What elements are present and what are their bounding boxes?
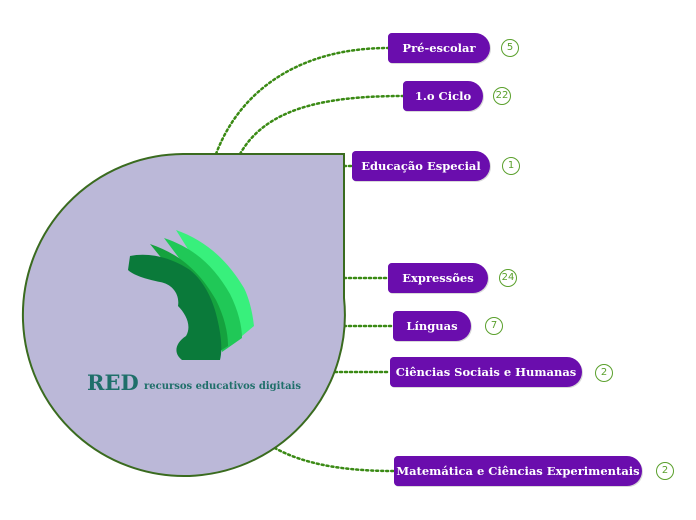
connector-pre-escolar (214, 46, 390, 156)
count-badge-matematica-ciencias-experimentais[interactable]: 2 (656, 462, 674, 480)
topic-1-ciclo[interactable]: 1.o Ciclo (403, 81, 483, 111)
count-badge-linguas[interactable]: 7 (485, 317, 503, 335)
count-badge-educacao-especial[interactable]: 1 (502, 157, 520, 175)
topic-label: 1.o Ciclo (414, 89, 472, 103)
topic-label: Ciências Sociais e Humanas (395, 365, 577, 379)
topic-expressoes[interactable]: Expressões (388, 263, 488, 293)
logo-title: RED (87, 370, 139, 395)
connector-matematica (260, 438, 396, 473)
count-badge-1-ciclo[interactable]: 22 (493, 87, 511, 105)
logo-subtitle: recursos educativos digitais (144, 381, 301, 392)
topic-linguas[interactable]: Línguas (393, 311, 471, 341)
topic-label: Pré-escolar (402, 41, 476, 55)
count-badge-ciencias-sociais-humanas[interactable]: 2 (595, 364, 613, 382)
connector-1-ciclo (238, 94, 405, 156)
topic-educacao-especial[interactable]: Educação Especial (352, 151, 490, 181)
topic-label: Matemática e Ciências Experimentais (396, 464, 640, 478)
topic-ciencias-sociais-humanas[interactable]: Ciências Sociais e Humanas (390, 357, 582, 387)
topic-label: Educação Especial (361, 159, 481, 173)
red-logo: RED recursos educativos digitais (87, 230, 301, 395)
count-badge-pre-escolar[interactable]: 5 (501, 39, 519, 57)
count-badge-expressoes[interactable]: 24 (499, 269, 517, 287)
topic-pre-escolar[interactable]: Pré-escolar (388, 33, 490, 63)
logo-portugal-map (128, 254, 222, 360)
topic-label: Línguas (406, 319, 458, 333)
topic-label: Expressões (402, 271, 474, 285)
topic-matematica-ciencias-experimentais[interactable]: Matemática e Ciências Experimentais (394, 456, 642, 486)
central-node[interactable] (21, 153, 346, 477)
